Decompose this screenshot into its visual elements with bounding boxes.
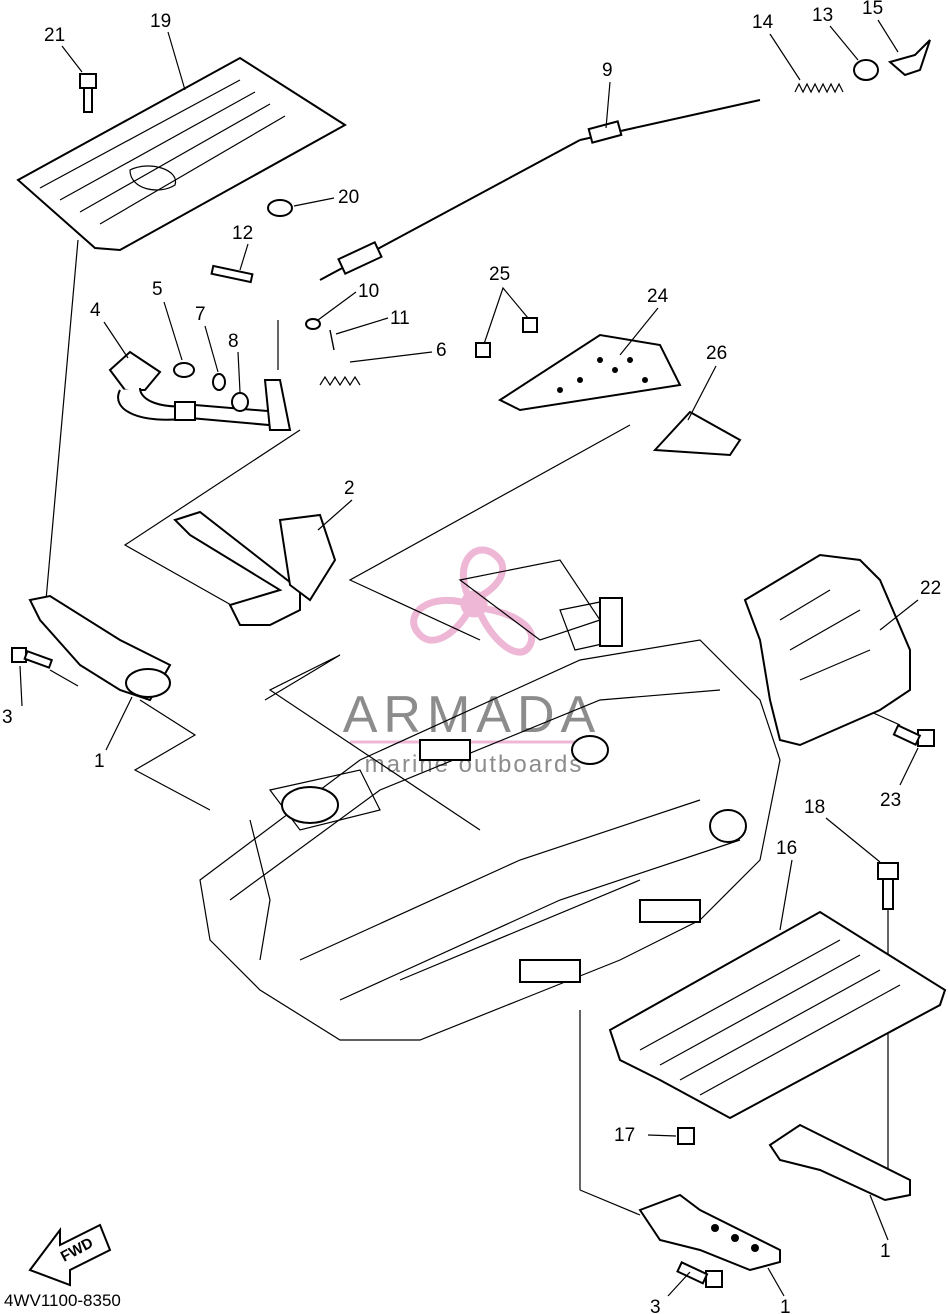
- label-9: 9: [602, 60, 613, 81]
- label-10: 10: [358, 281, 379, 302]
- bracket-26: [652, 410, 742, 457]
- brake-cable: [319, 99, 761, 281]
- pedal-bracket-2: [173, 510, 337, 626]
- label-14: 14: [752, 12, 774, 33]
- footrest-bracket-right-rear: [768, 1123, 911, 1202]
- label-1-front: 1: [780, 1297, 791, 1314]
- bolt-25a: [475, 342, 491, 358]
- label-18: 18: [804, 797, 825, 818]
- label-leaders: [19, 19, 919, 1297]
- footrest-board-left: [16, 56, 347, 252]
- cap-5: [173, 362, 195, 378]
- footrest-plate-24: [497, 333, 682, 412]
- label-1-right: 1: [880, 1241, 891, 1262]
- label-6: 6: [436, 340, 447, 361]
- label-12: 12: [232, 223, 253, 244]
- label-13: 13: [812, 5, 833, 26]
- return-spring-6: [319, 375, 361, 387]
- label-7: 7: [195, 304, 206, 325]
- footrest-bracket-left: [28, 594, 172, 702]
- label-21: 21: [44, 25, 65, 46]
- clip-7: [212, 373, 226, 391]
- bolt-25b: [522, 317, 538, 333]
- bolt-18: [877, 862, 899, 910]
- leader-lines: [45, 239, 901, 1216]
- label-17: 17: [614, 1125, 635, 1146]
- label-16: 16: [776, 838, 797, 859]
- forward-arrow-icon: FWD: [28, 1223, 112, 1287]
- propeller-logo-icon: [410, 546, 536, 656]
- label-1-left: 1: [94, 751, 105, 772]
- cotter-pin-11: [329, 329, 335, 351]
- label-4: 4: [90, 300, 101, 321]
- side-cover-22: [743, 553, 911, 747]
- label-25: 25: [489, 264, 510, 285]
- label-8: 8: [228, 331, 239, 352]
- label-2: 2: [344, 478, 355, 499]
- label-19: 19: [150, 11, 171, 32]
- bolt-23: [892, 724, 935, 747]
- adjuster-spring-14: [794, 82, 844, 94]
- nut-13: [853, 59, 879, 81]
- brake-pedal: [108, 350, 292, 431]
- diagram-code: 4WV1100-8350: [4, 1291, 121, 1310]
- label-26: 26: [706, 343, 727, 364]
- bolt-3-left: [11, 647, 54, 669]
- washer-10: [305, 318, 321, 330]
- label-15: 15: [862, 0, 883, 19]
- atv-frame: [199, 559, 781, 1041]
- label-23: 23: [880, 790, 901, 811]
- bolt-21: [79, 73, 97, 113]
- label-11: 11: [390, 308, 410, 329]
- footrest-bracket-front: [638, 1193, 781, 1272]
- label-3-left: 3: [2, 707, 13, 728]
- bolt-3-front: [676, 1261, 723, 1288]
- watermark: ARMADA marine outboards: [343, 546, 601, 778]
- label-20: 20: [338, 187, 359, 208]
- footrest-board-right: [608, 910, 947, 1120]
- watermark-brand: ARMADA: [343, 686, 601, 744]
- nut-17: [677, 1127, 695, 1145]
- washer-8: [231, 392, 249, 412]
- wing-nut-15: [887, 39, 931, 77]
- label-5: 5: [152, 279, 163, 300]
- pin-12: [210, 264, 254, 284]
- label-22: 22: [920, 578, 941, 599]
- label-3-front: 3: [650, 1297, 661, 1314]
- watermark-tagline: marine outboards: [365, 751, 584, 778]
- label-24: 24: [647, 286, 669, 307]
- grommet-20: [267, 199, 293, 217]
